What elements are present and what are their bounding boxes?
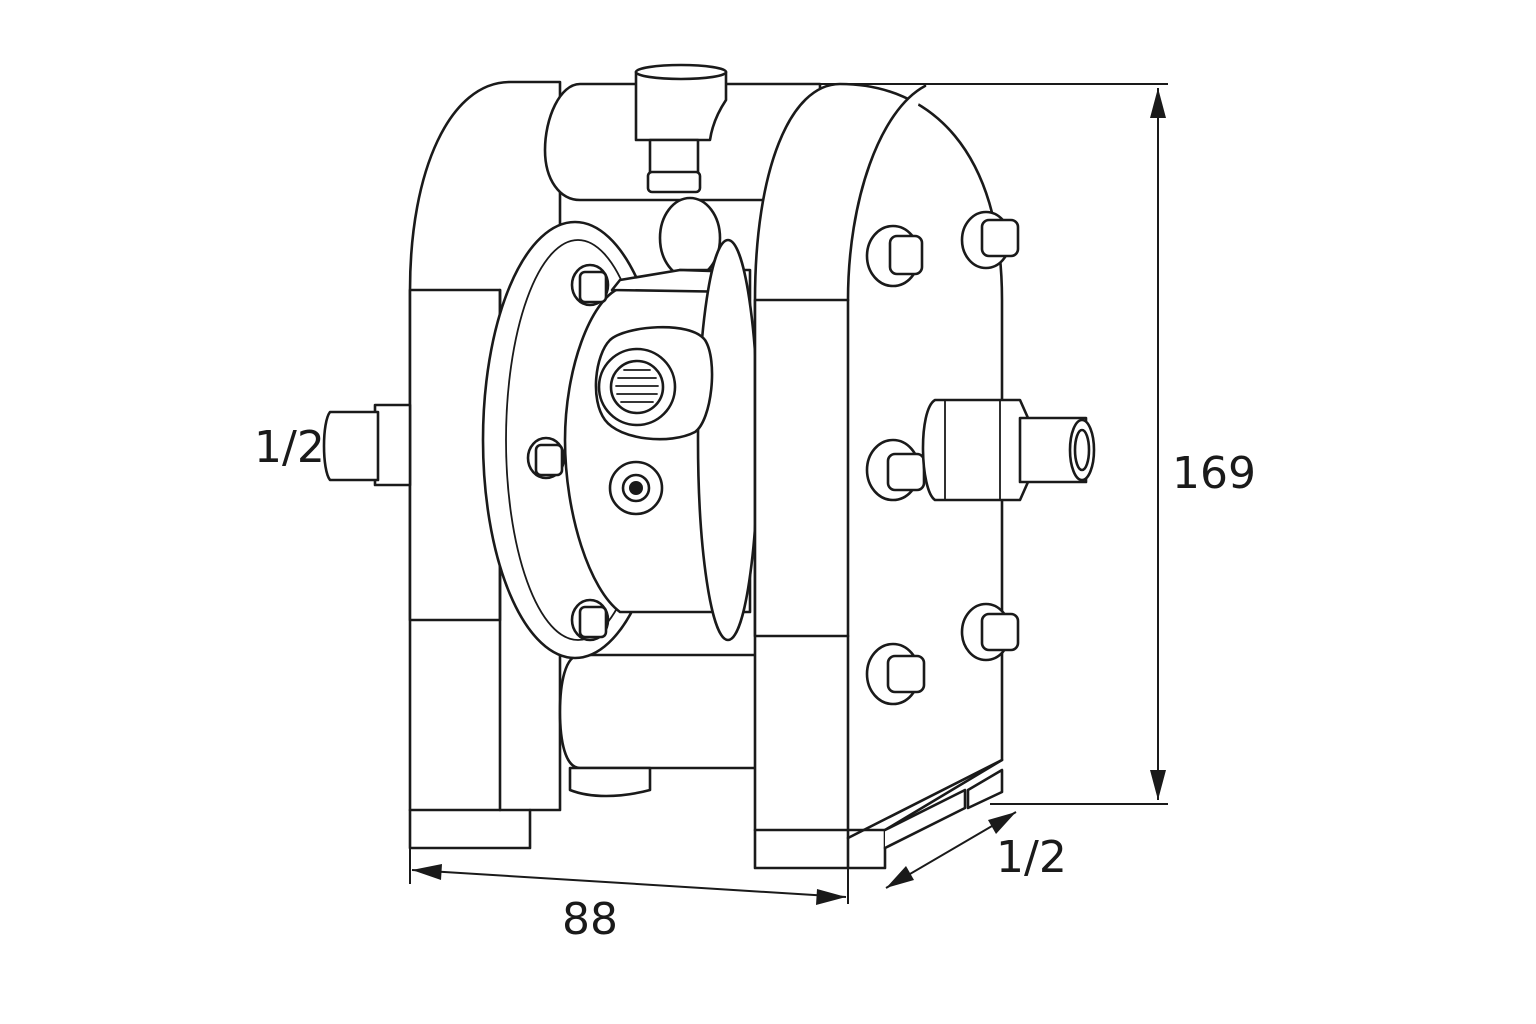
height-arrow-bottom [1150,770,1166,800]
plate-bolt-lower-left [865,642,926,706]
plate-bolt-lower-right [960,602,1020,662]
diaphragm-chamber [481,220,760,660]
flange-bolt-middle [526,436,566,480]
flange-bolt-top [570,263,610,307]
depth-arrow-right [988,812,1016,834]
bottom-port-label: 1/2 [996,832,1067,883]
height-dimension [730,83,1168,805]
plate-bolt-upper-left [865,224,924,288]
center-port-upper [594,325,714,441]
depth-dimension [885,811,1017,889]
left-inlet-fitting [322,403,412,487]
side-fitting [921,398,1096,502]
height-arrow-top [1150,88,1166,118]
height-label: 169 [1172,448,1256,499]
left-port-label: 1/2 [254,422,325,473]
center-port-lower [608,460,664,516]
depth-arrow-left [886,866,914,888]
width-arrow-right [816,889,846,905]
top-outlet-fitting [634,63,728,194]
width-label: 88 [562,894,618,945]
width-arrow-left [412,864,442,880]
flange-bolt-bottom [570,598,610,642]
width-dimension [409,848,849,905]
plate-bolt-upper-right [960,210,1020,270]
bottom-manifold [558,653,782,798]
